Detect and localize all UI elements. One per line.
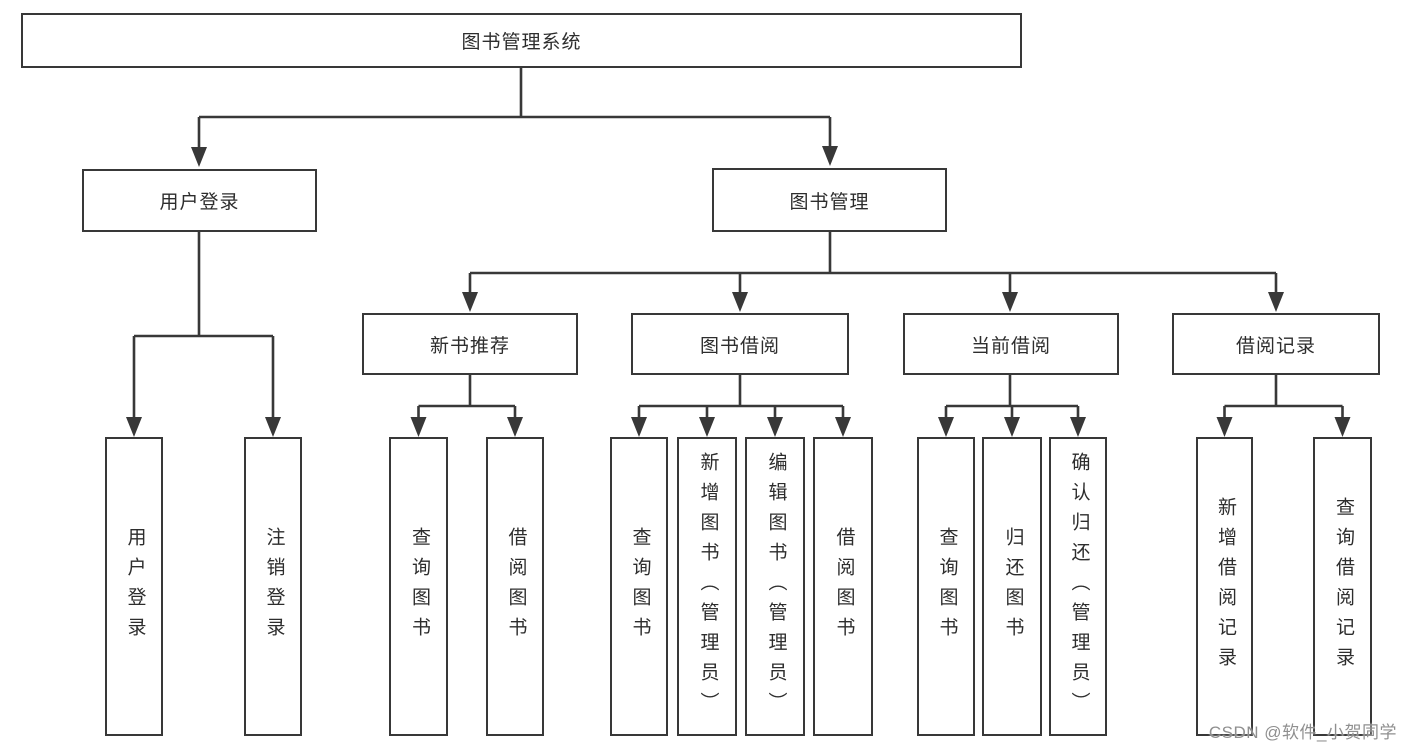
leaf-confirm-return-admin: 确认归还（管理员） (1049, 437, 1107, 736)
connector-path (132, 68, 1344, 424)
arrowhead (1216, 417, 1233, 437)
node-user-login: 用户登录 (82, 169, 317, 232)
leaf-edit-books-admin: 编辑图书（管理员） (745, 437, 805, 736)
arrowhead (699, 417, 715, 437)
leaf-borrow-books-recommend: 借阅图书 (486, 437, 544, 736)
leaf-label: 确认归还（管理员） (1068, 451, 1090, 722)
leaf-borrow-books: 借阅图书 (813, 437, 873, 736)
node-library-management-system: 图书管理系统 (21, 13, 1022, 68)
arrowhead (938, 417, 954, 437)
arrowhead (1334, 417, 1351, 437)
leaf-add-books-admin: 新增图书（管理员） (677, 437, 737, 736)
arrowhead (507, 417, 523, 437)
node-current-borrowing: 当前借阅 (903, 313, 1119, 375)
leaf-query-books-borrowing: 查询图书 (610, 437, 668, 736)
node-book-borrowing: 图书借阅 (631, 313, 849, 375)
leaf-return-books: 归还图书 (982, 437, 1042, 736)
arrowhead (126, 417, 142, 437)
node-new-book-recommend: 新书推荐 (362, 313, 578, 375)
arrowhead (1070, 417, 1086, 437)
arrowhead (822, 146, 838, 166)
leaf-label: 用户登录 (124, 526, 146, 647)
leaf-label: 编辑图书（管理员） (765, 451, 787, 722)
leaf-query-books-current: 查询图书 (917, 437, 975, 736)
arrowhead (1004, 417, 1020, 437)
leaf-label: 归还图书 (1002, 526, 1024, 647)
node-book-management: 图书管理 (712, 168, 947, 232)
leaf-label: 借阅图书 (833, 526, 855, 647)
leaf-query-books-recommend: 查询图书 (389, 437, 448, 736)
arrowhead (191, 147, 207, 167)
csdn-watermark: CSDN @软件_小贺同学 (1208, 723, 1397, 742)
leaf-user-login: 用户登录 (105, 437, 163, 736)
arrowhead (767, 417, 783, 437)
leaf-label: 查询借阅记录 (1332, 496, 1354, 677)
leaf-label: 新增借阅记录 (1214, 496, 1236, 677)
leaf-label: 查询图书 (629, 526, 651, 647)
arrowhead (462, 292, 478, 312)
arrowhead (1002, 292, 1018, 312)
arrowhead (265, 417, 281, 437)
leaf-add-borrow-record: 新增借阅记录 (1196, 437, 1253, 736)
connector-arrowheads (126, 146, 1351, 437)
leaf-label: 新增图书（管理员） (697, 451, 719, 722)
node-borrowing-records: 借阅记录 (1172, 313, 1380, 375)
leaf-label: 查询图书 (936, 526, 958, 647)
leaf-label: 查询图书 (408, 526, 430, 647)
leaf-logout: 注销登录 (244, 437, 302, 736)
leaf-query-borrow-records: 查询借阅记录 (1313, 437, 1372, 736)
arrowhead (835, 417, 851, 437)
arrowhead (631, 417, 647, 437)
leaf-label: 借阅图书 (505, 526, 527, 647)
arrowhead (410, 417, 427, 437)
arrowhead (1268, 292, 1284, 312)
arrowhead (732, 292, 748, 312)
leaf-label: 注销登录 (263, 526, 285, 647)
